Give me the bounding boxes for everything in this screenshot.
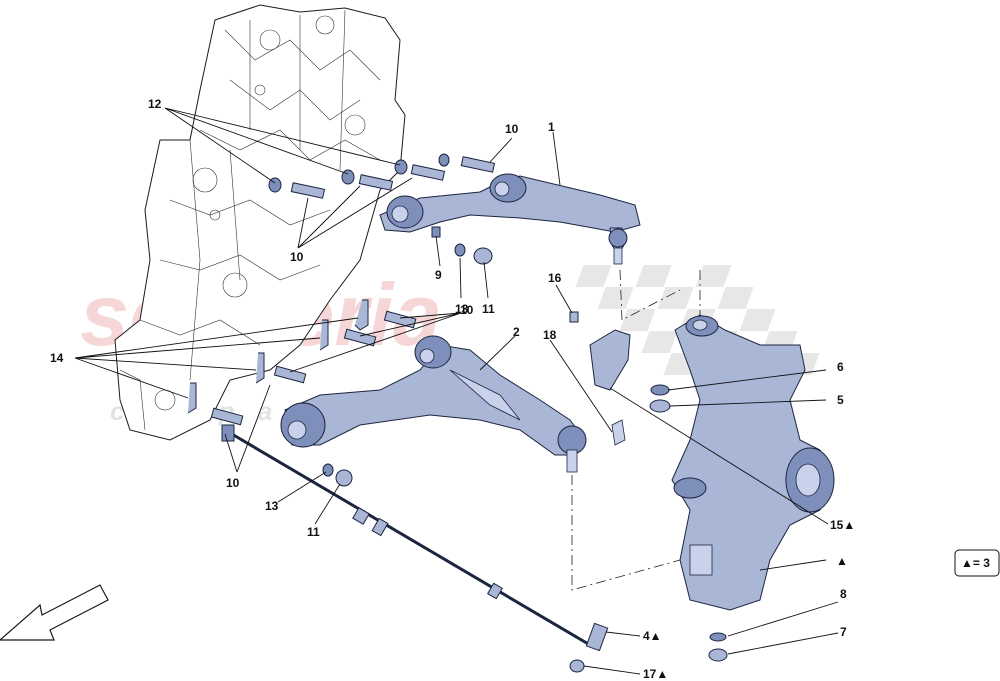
callout-18: 18: [543, 328, 557, 342]
callout-5: 5: [837, 393, 844, 407]
callout-8: 8: [840, 587, 847, 601]
assembly-axes: [571, 269, 701, 591]
callout-16: 16: [548, 271, 562, 285]
arrow-front-icon: [0, 584, 109, 641]
callout-10-bottom: 10: [226, 476, 240, 490]
callout-14: 14: [50, 351, 64, 365]
callout-11-upper: 11: [482, 302, 495, 316]
wheel-hub-carrier: [671, 314, 835, 611]
callouts: 1 2 4▲ 5 6 7 8 9 10 10 10 10 11 11 12 13…: [50, 97, 855, 681]
stabilizer-link: [221, 424, 609, 652]
callout-7: 7: [840, 625, 847, 639]
chassis-subframe: [114, 4, 406, 441]
callout-9: 9: [435, 268, 442, 282]
fasteners: [187, 153, 728, 673]
callout-17: 17▲: [643, 667, 668, 681]
callout-12: 12: [148, 97, 162, 111]
callout-2: 2: [513, 325, 520, 339]
callout-1: 1: [548, 120, 555, 134]
callout-10-mid: 10: [290, 250, 304, 264]
callout-triangle: ▲: [836, 554, 848, 568]
legend-text: ▲= 3: [961, 556, 990, 570]
callout-11-lower: 11: [307, 525, 320, 539]
callout-4: 4▲: [643, 629, 662, 643]
callout-10-upper: 10: [505, 122, 519, 136]
lower-control-arm: [280, 335, 587, 473]
callout-13-lower: 13: [265, 499, 279, 513]
leader-lines: [74, 107, 839, 675]
callout-15: 15▲: [830, 518, 855, 532]
callout-6: 6: [837, 360, 844, 374]
sensor-bracket: [589, 329, 631, 446]
upper-control-arm: [379, 173, 641, 265]
callout-10-lower: 10: [460, 303, 474, 317]
callout-13-upper: 13: [455, 302, 469, 316]
legend: ▲= 3: [954, 549, 1000, 577]
